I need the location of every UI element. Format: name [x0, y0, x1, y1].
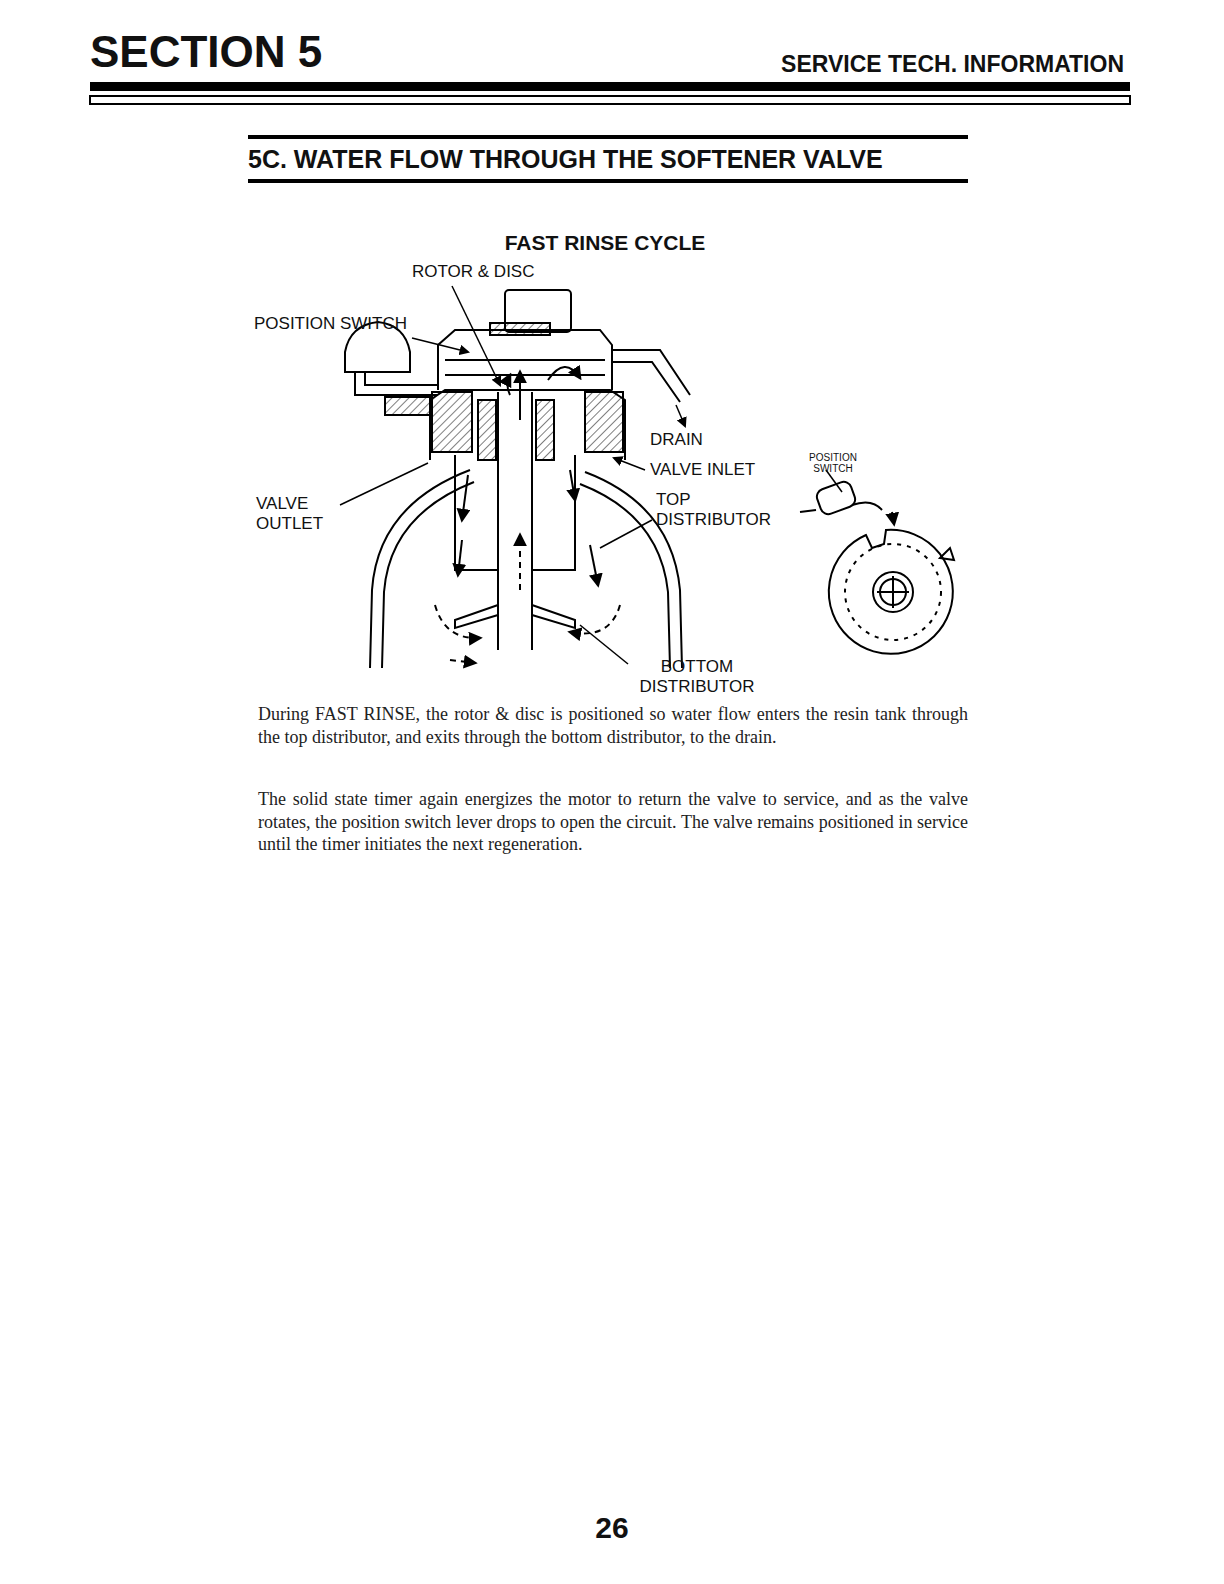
cam-disc-drawing	[800, 480, 954, 654]
part-label: VALVE OUTLET	[256, 494, 341, 534]
part-label: ROTOR & DISC	[412, 262, 572, 282]
body-paragraph: During FAST RINSE, the rotor & disc is p…	[258, 703, 968, 748]
part-label: VALVE INLET	[650, 460, 780, 480]
leader-line	[340, 286, 842, 664]
section-heading: SECTION 5	[90, 26, 470, 78]
softener-valve-drawing	[345, 290, 690, 668]
page-number: 26	[562, 1510, 662, 1546]
part-label: DRAIN	[650, 430, 730, 450]
title-rule	[248, 135, 968, 139]
header-rule	[90, 82, 1130, 91]
title-rule	[248, 179, 968, 183]
part-label: POSITION SWITCH	[254, 314, 444, 334]
figure-heading: FAST RINSE CYCLE	[430, 230, 780, 256]
section-title: 5C. WATER FLOW THROUGH THE SOFTENER VALV…	[248, 143, 978, 175]
part-label: POSITION SWITCH	[800, 452, 866, 474]
part-label: BOTTOM DISTRIBUTOR	[628, 657, 766, 697]
body-paragraph: The solid state timer again energizes th…	[258, 788, 968, 856]
part-label: TOP DISTRIBUTOR	[656, 490, 786, 530]
section-subheading: SERVICE TECH. INFORMATION	[700, 50, 1124, 78]
header-rule	[90, 96, 1130, 104]
